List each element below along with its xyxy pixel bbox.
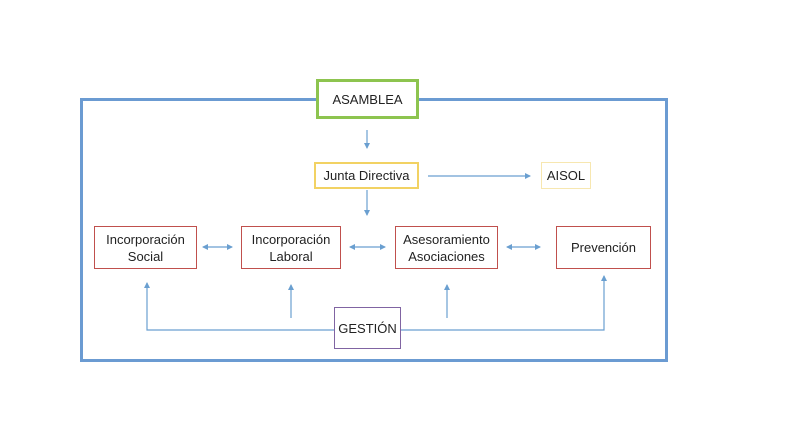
node-asamblea-label: ASAMBLEA	[332, 91, 403, 107]
node-asesoramiento-asociaciones: Asesoramiento Asociaciones	[395, 226, 498, 269]
node-incorporacion-laboral: Incorporación Laboral	[241, 226, 341, 269]
node-incorporacion-social-label: Incorporación Social	[106, 231, 185, 264]
node-aisol: AISOL	[541, 162, 591, 189]
node-aisol-label: AISOL	[546, 168, 586, 183]
node-gestion-label: GESTIÓN	[338, 320, 397, 336]
node-prevencion: Prevención	[556, 226, 651, 269]
node-asesoramiento-asociaciones-label: Asesoramiento Asociaciones	[403, 231, 490, 264]
node-gestion: GESTIÓN	[334, 307, 401, 349]
node-incorporacion-laboral-label: Incorporación Laboral	[251, 231, 331, 264]
edge-gestion-social	[144, 282, 334, 331]
node-incorporacion-social: Incorporación Social	[94, 226, 197, 269]
edge-gestion-prevencion	[400, 275, 607, 331]
node-junta-directiva-label: Junta Directiva	[323, 168, 410, 183]
node-junta-directiva: Junta Directiva	[314, 162, 419, 189]
node-prevencion-label: Prevención	[570, 240, 637, 255]
node-asamblea: ASAMBLEA	[316, 79, 419, 119]
